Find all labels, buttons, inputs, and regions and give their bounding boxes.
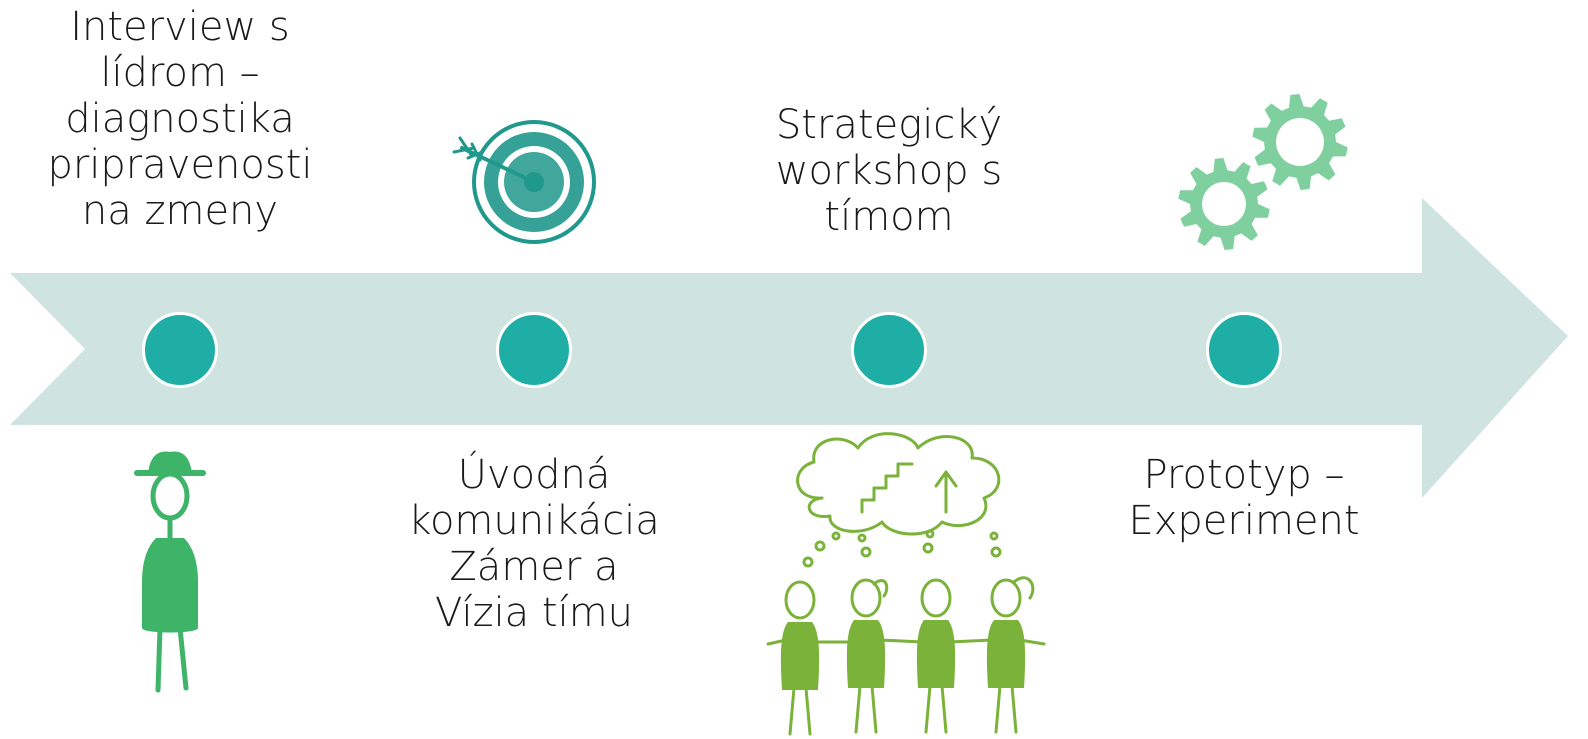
step-3-label-line: tímom bbox=[824, 194, 954, 240]
timeline-arrow-shape bbox=[10, 198, 1568, 498]
step-3-dot bbox=[851, 312, 927, 388]
step-2-label-line: Vízia tímu bbox=[434, 590, 634, 636]
step-1-label-line: pripravenosti bbox=[47, 142, 313, 188]
step-2-label-line: Úvodná bbox=[457, 452, 611, 498]
step-1-label-line: na zmeny bbox=[81, 188, 279, 234]
step-4-label: Prototyp – Experiment bbox=[1094, 452, 1394, 544]
team-figures-icon bbox=[766, 432, 1046, 736]
step-3-label: Strategický workshop s tímom bbox=[739, 102, 1039, 240]
step-1-label-line: Interview s bbox=[70, 4, 290, 50]
step-1-label-line: diagnostika bbox=[65, 96, 295, 142]
step-3-label-line: Strategický bbox=[775, 102, 1003, 148]
step-2-label-line: Zámer a bbox=[449, 544, 619, 590]
step-3-label-line: workshop s bbox=[775, 148, 1003, 194]
step-4-label-line: Prototyp – bbox=[1143, 452, 1345, 498]
step-2-label: Úvodná komunikácia Zámer a Vízia tímu bbox=[384, 452, 684, 636]
gear-hole bbox=[1202, 182, 1246, 226]
step-1-label-line: lídrom – bbox=[100, 50, 260, 96]
step-1-label: Interview s lídrom – diagnostika priprav… bbox=[30, 4, 330, 234]
step-4-dot bbox=[1206, 312, 1282, 388]
target-icon bbox=[452, 120, 596, 244]
gear-hole bbox=[1276, 118, 1324, 166]
gear-small bbox=[1178, 158, 1270, 250]
step-4-label-line: Experiment bbox=[1128, 498, 1360, 544]
gears-icon bbox=[1178, 94, 1348, 250]
leader-figure-icon bbox=[134, 451, 206, 693]
step-2-dot bbox=[496, 312, 572, 388]
step-1-dot bbox=[142, 312, 218, 388]
gear-large bbox=[1252, 94, 1348, 190]
step-2-label-line: komunikácia bbox=[408, 498, 660, 544]
